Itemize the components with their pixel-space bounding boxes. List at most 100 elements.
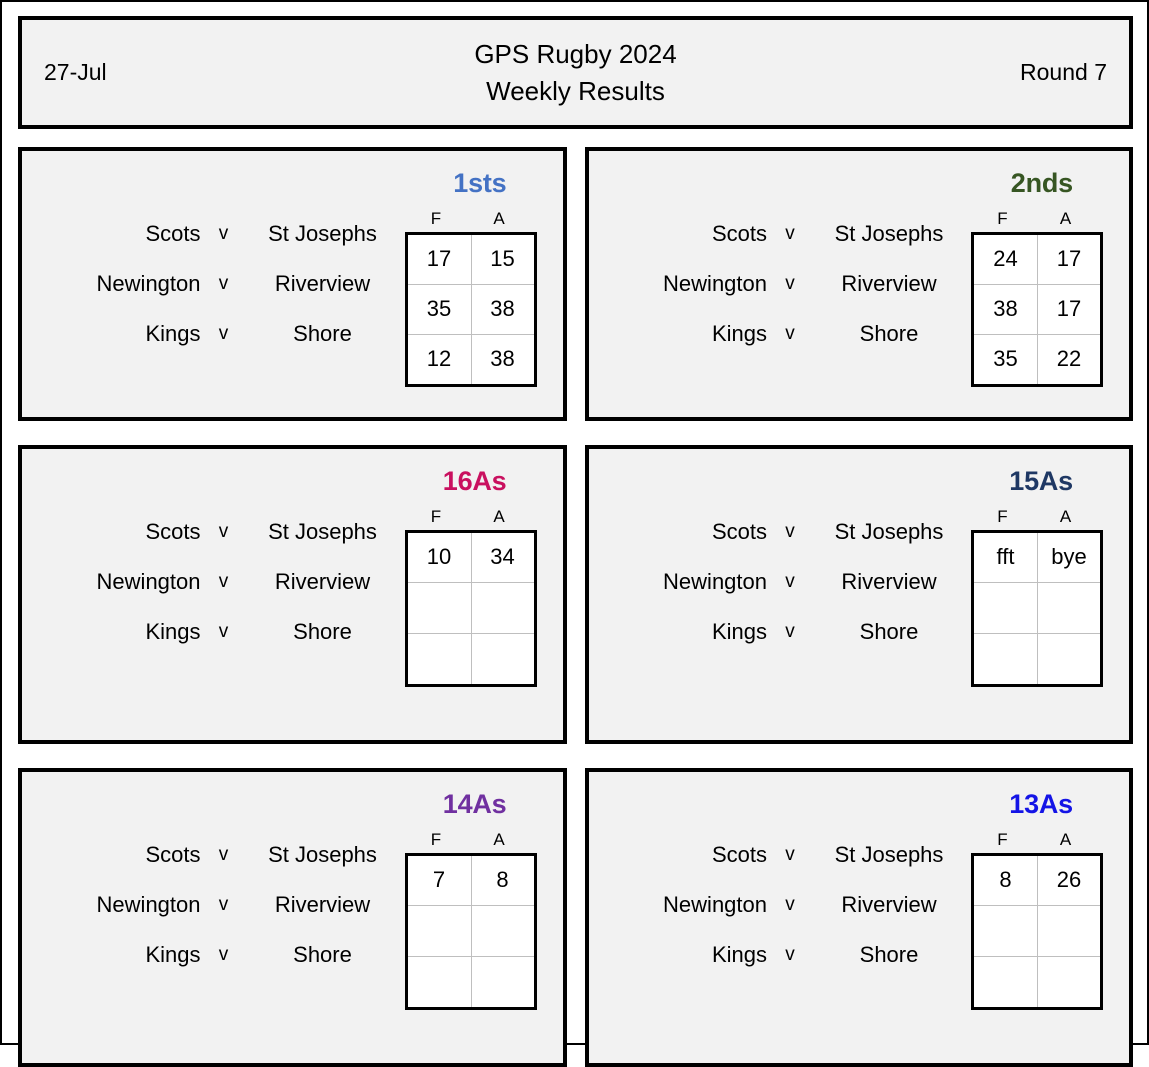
score-table: 8 26 (971, 852, 1103, 1010)
home-team-name: Kings (711, 941, 767, 967)
score-header-against: A (1059, 829, 1072, 849)
score-row: 38 17 (974, 283, 1100, 334)
score-cell-against[interactable] (470, 956, 534, 1007)
score-row (407, 632, 534, 684)
score-cell-against[interactable] (470, 905, 534, 956)
score-cell-for[interactable] (974, 957, 1037, 1007)
versus-label: v (218, 620, 229, 642)
score-cell-for[interactable] (408, 583, 471, 633)
score-header-against: A (1059, 506, 1072, 526)
score-cell-against[interactable]: 8 (470, 855, 534, 905)
score-header-for: F (430, 829, 442, 849)
score-cell-for[interactable] (974, 634, 1037, 684)
score-cell-against[interactable]: 38 (470, 284, 534, 334)
away-team-name: St Josephs (268, 841, 377, 867)
away-team-name: Riverview (274, 568, 371, 594)
versus-label: v (218, 322, 229, 344)
header-bar: 27-Jul GPS Rugby 2024 Weekly Results Rou… (18, 16, 1133, 129)
score-row (974, 581, 1100, 633)
score-cell-for[interactable]: 12 (426, 346, 452, 372)
score-cell-for[interactable]: 35 (426, 296, 452, 322)
away-team-name: St Josephs (834, 518, 944, 544)
score-table: fft bye (971, 529, 1103, 687)
score-cell-against[interactable]: 38 (470, 334, 534, 384)
report-title-block: GPS Rugby 2024 Weekly Results (244, 36, 907, 110)
score-cell-against[interactable] (1037, 905, 1100, 956)
score-header-against: A (493, 208, 505, 228)
home-team-name: Newington (663, 568, 767, 594)
score-cell-for[interactable]: 8 (999, 867, 1012, 893)
score-row: fft bye (974, 532, 1100, 582)
score-cell-against[interactable] (1037, 633, 1100, 684)
home-team-name: Newington (96, 568, 201, 594)
versus-label: v (785, 322, 795, 344)
score-header-for: F (997, 829, 1008, 849)
versus-label: v (218, 843, 229, 865)
score-cell-against[interactable]: 34 (470, 532, 534, 582)
versus-label: v (785, 893, 795, 915)
grade-title: 2nds (1010, 168, 1073, 198)
score-cell-against[interactable] (470, 633, 534, 684)
score-cell-against[interactable] (1037, 956, 1100, 1007)
score-cell-against[interactable] (470, 582, 534, 633)
grade-title: 15As (1009, 466, 1073, 496)
score-cell-for[interactable]: 7 (432, 867, 446, 893)
score-cell-for[interactable] (408, 957, 471, 1007)
score-cell-against[interactable]: 17 (1037, 284, 1100, 334)
score-cell-for[interactable] (408, 634, 471, 684)
home-team-name: Newington (663, 891, 767, 917)
score-cell-against[interactable]: 22 (1037, 334, 1100, 384)
score-cell-for[interactable] (408, 906, 471, 956)
score-cell-for[interactable]: 24 (993, 246, 1018, 272)
score-header-for: F (430, 208, 442, 228)
score-cell-against[interactable] (1037, 582, 1100, 633)
grade-title: 16As (442, 466, 507, 496)
away-team-name: Riverview (841, 568, 937, 594)
score-cell-for[interactable] (974, 906, 1037, 956)
score-header-for: F (997, 506, 1008, 526)
score-header-for: F (997, 208, 1008, 228)
away-team-name: St Josephs (268, 518, 377, 544)
score-cell-for[interactable]: 35 (993, 346, 1018, 372)
score-cell-for[interactable]: fft (996, 544, 1015, 570)
versus-label: v (785, 272, 795, 294)
versus-label: v (218, 272, 229, 294)
score-table: 24 17 38 17 35 22 (971, 231, 1103, 387)
score-cell-against[interactable]: 15 (470, 234, 534, 284)
score-cell-against[interactable]: bye (1037, 532, 1100, 582)
away-team-name: Riverview (841, 891, 937, 917)
score-cell-against[interactable]: 17 (1037, 234, 1100, 284)
score-row (974, 955, 1100, 1007)
home-team-name: Scots (711, 841, 767, 867)
score-cell-for[interactable]: 10 (426, 544, 452, 570)
score-cell-for[interactable]: 38 (993, 296, 1018, 322)
home-team-name: Kings (145, 941, 201, 967)
score-cell-against[interactable]: 26 (1037, 855, 1100, 905)
score-cell-for[interactable]: 17 (426, 246, 452, 272)
home-team-name: Scots (145, 220, 201, 246)
page-title: GPS Rugby 2024 (474, 38, 677, 69)
versus-label: v (785, 520, 795, 542)
score-cell-for[interactable] (974, 583, 1037, 633)
grade-title: 13As (1009, 789, 1073, 819)
